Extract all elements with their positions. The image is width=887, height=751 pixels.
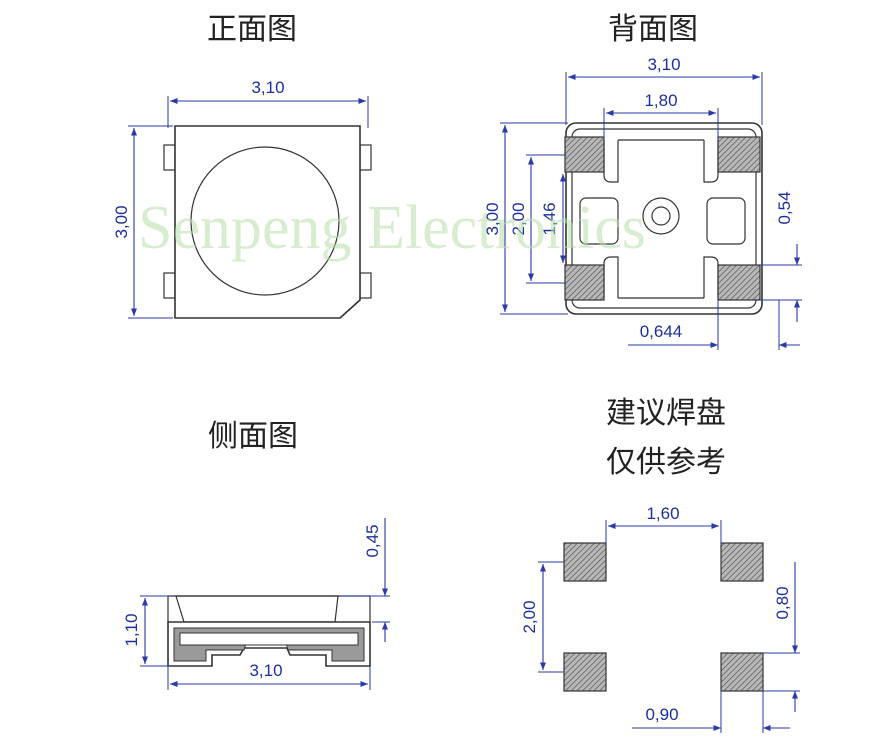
back-pad-tl [564, 136, 605, 173]
back-view-title: 背面图 [608, 12, 698, 47]
back-pad-tr [717, 136, 761, 173]
pad-title-line2: 仅供参考 [606, 445, 726, 480]
back-width-label: 3,10 [647, 55, 680, 74]
pad-width-label: 0,90 [645, 705, 678, 724]
pad-tr [720, 542, 764, 582]
back-pad-br [717, 264, 761, 301]
front-lead-bl [163, 272, 176, 299]
back-inner-height-label: 2,00 [509, 202, 528, 235]
front-width-label: 3,10 [251, 78, 284, 97]
front-lead-br [359, 272, 372, 299]
side-width-label: 3,10 [249, 661, 282, 680]
back-center-ring [642, 197, 680, 235]
back-pad-bl [564, 264, 605, 301]
pad-height-label: 0,80 [773, 586, 792, 619]
back-pad-height-label: 0,54 [775, 191, 794, 224]
pad-br [720, 652, 764, 692]
pad-spacing-x-label: 1,60 [646, 504, 679, 523]
back-height-label: 3,00 [483, 202, 502, 235]
front-corner-mark [339, 299, 361, 319]
pad-bl [563, 652, 607, 692]
front-lead-tl [163, 144, 176, 171]
back-gap-label: 1,46 [540, 202, 559, 235]
side-view: 0,45 1,10 3,10 [122, 518, 390, 690]
front-lens-circle [190, 146, 340, 296]
side-height-label: 1,10 [122, 613, 141, 646]
back-inner-width-label: 1,80 [644, 91, 677, 110]
pad-tl [563, 542, 607, 582]
side-lens-profile [175, 595, 339, 623]
back-center-hole [651, 206, 671, 226]
front-view: 3,10 3,00 [112, 78, 372, 319]
pad-title-line1: 建议焊盘 [606, 396, 726, 431]
front-lead-tr [359, 144, 372, 171]
front-view-title: 正面图 [207, 12, 297, 47]
pad-spacing-y-label: 2,00 [520, 600, 539, 633]
back-pad-offset-label: 0,644 [640, 322, 683, 341]
back-body-inner [571, 128, 757, 309]
side-view-title: 侧面图 [208, 419, 298, 454]
pad-layout: 1,60 2,00 0,80 0,90 [520, 504, 800, 733]
side-top-label: 0,45 [363, 524, 382, 557]
back-view: 3,10 1,80 3,00 2,00 1,46 0,54 0,644 [483, 55, 802, 350]
front-height-label: 3,00 [112, 205, 131, 238]
watermark-text: Senpeng Electronics [138, 194, 646, 262]
